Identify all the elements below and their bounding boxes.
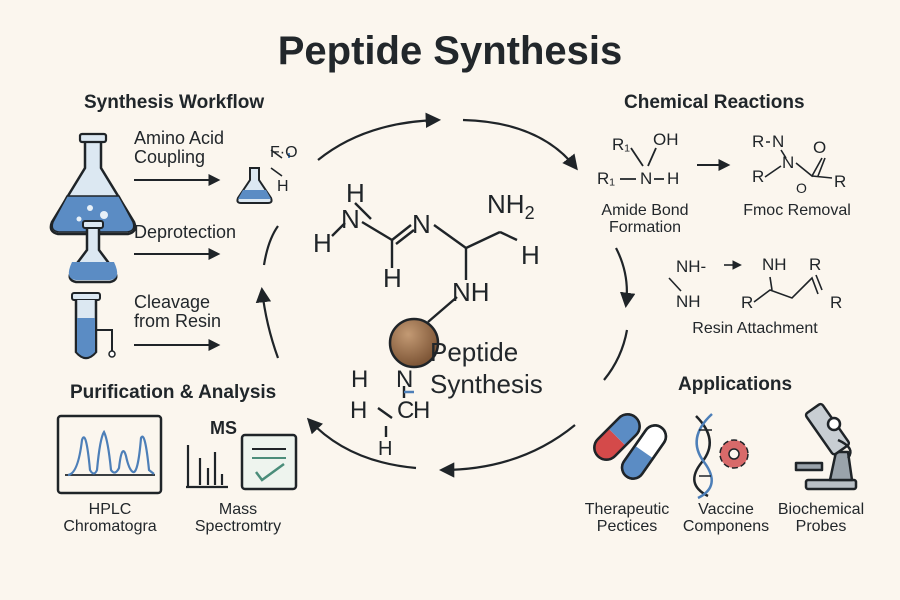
workflow-step-cleavage: Cleavage from Resin <box>134 292 222 331</box>
atom-h4: H <box>521 240 540 270</box>
atom-h2: H <box>313 228 332 258</box>
test-tube-icon <box>71 292 116 360</box>
flask-icon-large <box>49 132 137 236</box>
amide-n: N <box>640 169 652 188</box>
app-biochemical-caption: Biochemical Probes <box>777 501 865 535</box>
resin-r-top: R <box>809 255 821 274</box>
fmoc-o-top: O <box>813 138 826 157</box>
atom-n2: N <box>412 209 431 239</box>
cycle-arrow-top-right <box>462 118 578 171</box>
fmoc-o-bottom: O <box>796 180 807 196</box>
atom-bh1: H <box>351 366 368 393</box>
central-atom-labels: H N H H N NH2 H NH H N H C H H <box>313 178 540 460</box>
purification-heading: Purification & Analysis <box>70 382 277 403</box>
workflow-heading: Synthesis Workflow <box>84 92 265 113</box>
cycle-arrow-top-left <box>317 112 442 161</box>
atom-bc: C <box>397 397 414 424</box>
amide-r-bottom: R₁ <box>597 169 615 188</box>
small-flask-icon <box>236 149 290 204</box>
atom-bh2: H <box>350 397 367 424</box>
resin-structure: NH- NH NH R R R <box>668 255 842 312</box>
resin-nh-bottom: NH <box>676 292 701 311</box>
atom-bh3: H <box>413 397 430 424</box>
amide-bond-caption: Amide Bond Formation <box>601 202 689 236</box>
flask-atom-top: F·O <box>270 144 298 161</box>
fmoc-r-mid: R <box>752 167 764 186</box>
atom-nh2: NH2 <box>487 189 535 223</box>
resin-nh-top: NH- <box>676 257 706 276</box>
cycle-arrow-right <box>615 247 636 309</box>
center-label: Peptide Synthesis <box>430 337 543 399</box>
applications-heading: Applications <box>678 374 793 395</box>
mass-spectrum-icon <box>186 445 228 489</box>
atom-h3: H <box>383 263 402 293</box>
atom-nh: NH <box>452 277 490 307</box>
flask-icon-medium <box>68 220 118 284</box>
central-molecule <box>331 202 518 437</box>
atom-bh4: H <box>378 438 392 460</box>
resin-r-right: R <box>830 293 842 312</box>
reactions-heading: Chemical Reactions <box>624 92 805 113</box>
hplc-chart-icon <box>56 414 163 495</box>
fmoc-r-top: R <box>752 132 764 151</box>
amide-h: H <box>667 169 679 188</box>
microscope-icon <box>794 402 858 491</box>
amide-structure: R₁ OH R₁ N H <box>597 130 679 188</box>
cycle-arrow-right-lower <box>603 329 629 381</box>
resin-r-left: R <box>741 293 753 312</box>
fmoc-n-top: N <box>772 132 784 151</box>
hplc-caption: HPLC Chromatogra <box>63 501 157 535</box>
fmoc-r-right: R <box>834 172 846 191</box>
app-vaccine-caption: Vaccine Componens <box>682 501 770 535</box>
cycle-arrows <box>255 112 636 478</box>
cycle-arrow-bottom-right <box>438 424 576 478</box>
resin-nh-right: NH <box>762 255 787 274</box>
analysis-report-icon <box>240 433 298 491</box>
atom-n1: N <box>341 204 360 234</box>
app-therapeutic-caption: Therapeutic Pectices <box>584 501 670 535</box>
flask-atom-bottom: H <box>277 178 289 195</box>
cycle-arrow-left-upper <box>262 225 279 266</box>
fmoc-structure: R N R N O O R <box>752 132 846 196</box>
workflow-step-deprotection: Deprotection <box>134 222 237 242</box>
amide-oh: OH <box>653 130 679 149</box>
atom-bn: N <box>396 366 413 393</box>
page-title: Peptide Synthesis <box>277 29 623 73</box>
resin-attachment-caption: Resin Attachment <box>692 320 818 337</box>
atom-h1: H <box>346 178 365 208</box>
amide-r-top: R₁ <box>612 135 630 154</box>
ms-label: MS <box>210 418 237 438</box>
ms-caption: Mass Spectromtry <box>194 501 282 535</box>
workflow-step-coupling: Amino Acid Coupling <box>134 128 225 167</box>
cycle-arrow-bottom-left <box>306 417 417 470</box>
resin-bead <box>388 317 440 369</box>
dna-helix-icon <box>693 413 713 500</box>
fmoc-removal-caption: Fmoc Removal <box>743 202 851 219</box>
cycle-arrow-left <box>255 286 280 359</box>
gear-icon <box>719 439 749 469</box>
capsule-icons <box>593 413 668 480</box>
